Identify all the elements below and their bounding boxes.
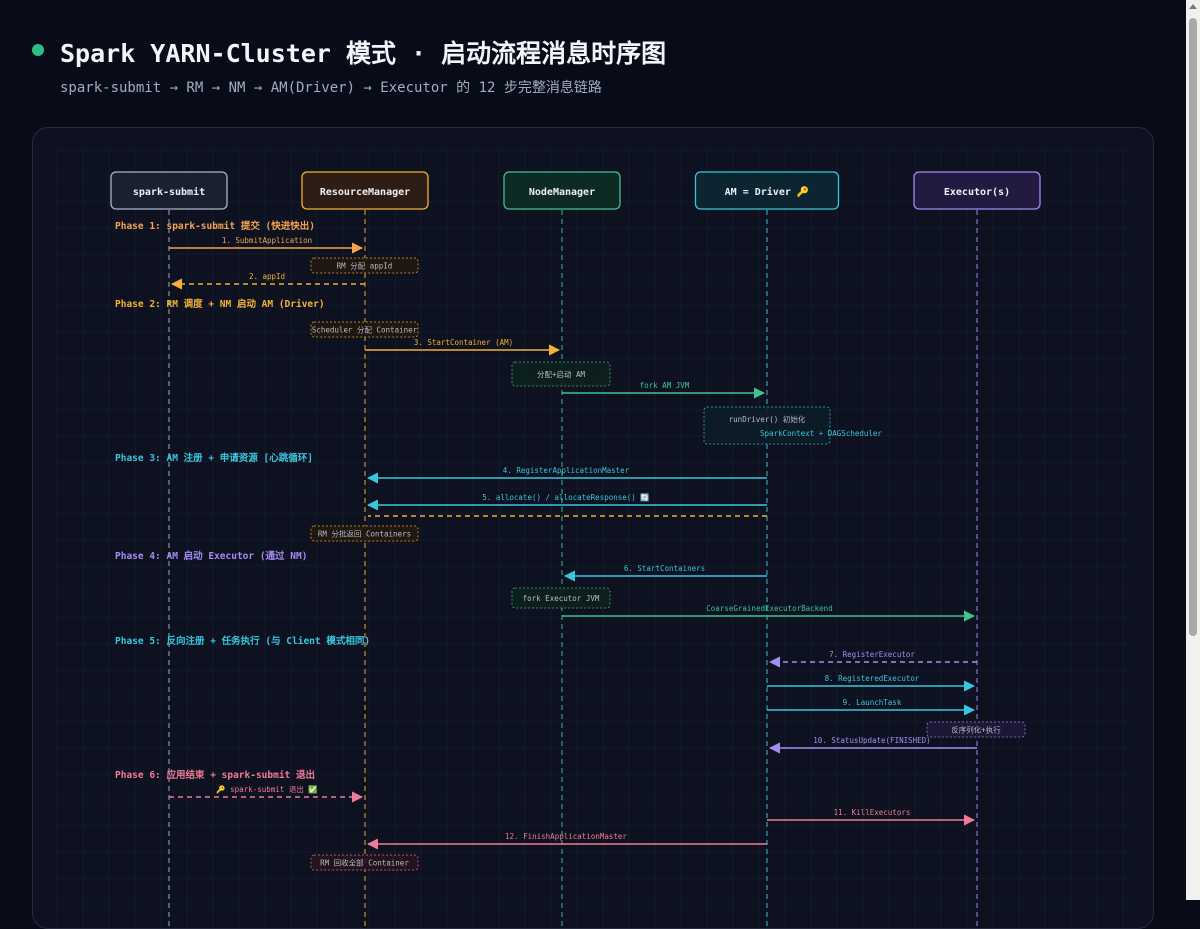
- note-text-secondary: SparkContext + DAGScheduler: [760, 429, 882, 438]
- message-arrow: 7. RegisterExecutor: [768, 650, 977, 668]
- note-box: 分配+启动 AM: [511, 361, 611, 387]
- message-label: 11. KillExecutors: [834, 808, 911, 817]
- message-label: 10. StatusUpdate(FINISHED): [813, 736, 930, 745]
- phase-label: Phase 5: 反向注册 + 任务执行 (与 Client 模式相同): [115, 635, 370, 647]
- message-label: 7. RegisterExecutor: [829, 650, 915, 659]
- message-label: fork AM JVM: [640, 381, 690, 390]
- note-box: RM 分批返回 Containers: [310, 525, 419, 542]
- participant-label: NodeManager: [529, 187, 595, 198]
- note-text: RM 分配 appId: [337, 262, 393, 271]
- participant-label: spark-submit: [133, 186, 205, 198]
- message-label: 1. SubmitApplication: [222, 236, 312, 245]
- sequence-diagram: spark-submit ResourceManager NodeManager AM…: [56, 149, 1129, 928]
- message-label: 6. StartContainers: [624, 564, 705, 573]
- phase-label: Phase 1: spark-submit 提交 (快进快出): [115, 220, 315, 232]
- message-arrow: 10. StatusUpdate(FINISHED): [768, 736, 977, 754]
- participant-exec: Executor(s): [913, 171, 1041, 210]
- message-arrow: fork AM JVM: [562, 381, 766, 399]
- participant-am: AM = Driver 🔑: [694, 171, 840, 210]
- message-label: 12. FinishApplicationMaster: [505, 832, 627, 841]
- message-arrow: 2. appId: [170, 272, 365, 290]
- participant-rm: ResourceManager: [301, 171, 429, 210]
- page-scrollbar[interactable]: [1186, 0, 1200, 900]
- note-box: runDriver() 初始化 SparkContext + DAGSchedul…: [703, 406, 882, 445]
- message-label: 5. allocate() / allocateResponse() 🔄: [482, 493, 649, 502]
- note-box: 反序列化+执行: [926, 721, 1026, 738]
- phase-label: Phase 4: AM 启动 Executor (通过 NM): [115, 550, 307, 562]
- scroll-up-icon[interactable]: [1189, 4, 1197, 9]
- message-arrow: 3. StartContainer (AM): [365, 338, 561, 356]
- participant-label: AM = Driver 🔑: [725, 185, 810, 198]
- message-arrow: 1. SubmitApplication: [169, 236, 364, 254]
- message-arrow: 🔑 spark-submit 退出 ✅: [169, 784, 364, 803]
- participant-label: Executor(s): [944, 187, 1010, 198]
- participant-nm: NodeManager: [503, 171, 621, 210]
- message-label: 8. RegisteredExecutor: [825, 674, 920, 683]
- message-arrow: 5. allocate() / allocateResponse() 🔄: [366, 493, 767, 511]
- phase-label: Phase 6: 应用结束 + spark-submit 退出: [115, 769, 315, 781]
- note-text: runDriver() 初始化: [729, 414, 806, 424]
- message-label: 3. StartContainer (AM): [414, 338, 513, 347]
- message-arrow: 11. KillExecutors: [767, 808, 976, 826]
- message-label: 🔑 spark-submit 退出 ✅: [216, 784, 317, 794]
- message-arrow: 9. LaunchTask: [767, 698, 976, 716]
- message-label: 2. appId: [249, 272, 285, 281]
- message-arrow: 6. StartContainers: [563, 564, 767, 582]
- participant-label: ResourceManager: [320, 187, 410, 198]
- note-box: RM 分配 appId: [310, 257, 419, 274]
- note-text: fork Executor JVM: [523, 594, 600, 603]
- sequence-diagram-panel: spark-submit ResourceManager NodeManager AM…: [32, 127, 1154, 929]
- page-subtitle: spark-submit → RM → NM → AM(Driver) → Ex…: [60, 80, 602, 96]
- note-box: RM 回收全部 Container: [310, 854, 419, 871]
- grid-lines: [56, 149, 1129, 928]
- note-text: RM 回收全部 Container: [320, 858, 409, 868]
- status-dot-icon: [32, 44, 44, 56]
- message-arrow: 8. RegisteredExecutor: [767, 674, 976, 692]
- message-label: CoarseGrainedExecutorBackend: [706, 604, 832, 613]
- participant-submit: spark-submit: [110, 171, 228, 210]
- note-text: Scheduler 分配 Container: [312, 326, 418, 335]
- phase-label: Phase 3: AM 注册 + 申请资源 [心跳循环]: [115, 452, 313, 464]
- message-arrow: CoarseGrainedExecutorBackend: [562, 604, 976, 622]
- phase-label: Phase 2: RM 调度 + NM 启动 AM (Driver): [115, 298, 325, 310]
- scrollbar-thumb[interactable]: [1189, 18, 1197, 636]
- message-arrow: 4. RegisterApplicationMaster: [366, 466, 767, 484]
- note-text: 反序列化+执行: [951, 725, 1001, 735]
- message-label: 4. RegisterApplicationMaster: [503, 466, 630, 475]
- note-text: 分配+启动 AM: [537, 369, 586, 379]
- note-box: Scheduler 分配 Container: [310, 321, 419, 338]
- message-arrow: 12. FinishApplicationMaster: [366, 832, 767, 850]
- note-text: RM 分批返回 Containers: [318, 529, 411, 539]
- page-title: Spark YARN-Cluster 模式 · 启动流程消息时序图: [60, 39, 667, 68]
- header: Spark YARN-Cluster 模式 · 启动流程消息时序图 spark-…: [0, 0, 1186, 120]
- message-label: 9. LaunchTask: [843, 698, 902, 707]
- note-box: fork Executor JVM: [511, 587, 611, 609]
